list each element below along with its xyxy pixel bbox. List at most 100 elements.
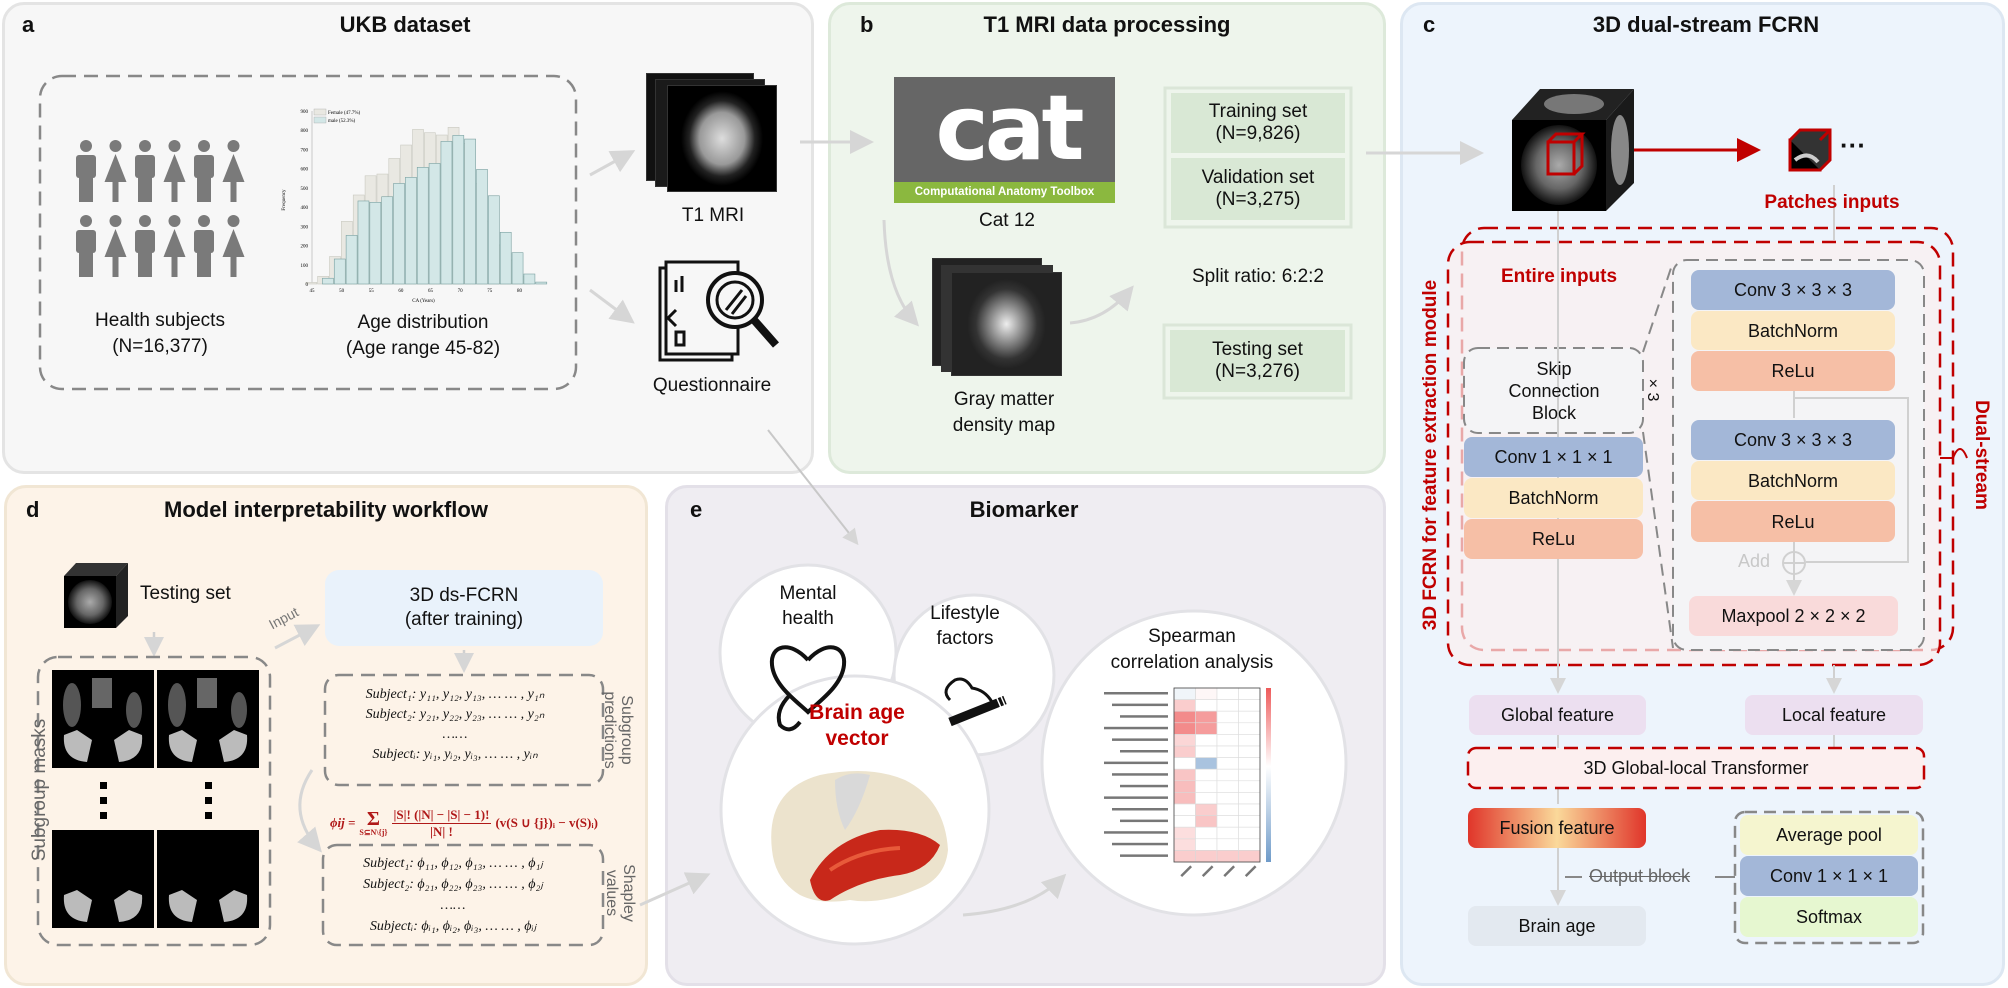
heatmap-cell bbox=[1173, 710, 1196, 724]
histogram-bar bbox=[499, 231, 512, 285]
mask-region bbox=[168, 890, 197, 922]
person-icon bbox=[76, 140, 96, 202]
legend-swatch bbox=[313, 108, 327, 116]
histogram-bar bbox=[464, 138, 476, 285]
entire-inputs-label: Entire inputs bbox=[1500, 266, 1618, 287]
batchnorm-block-left: BatchNorm bbox=[1464, 478, 1643, 518]
ellipsis-dot bbox=[100, 782, 107, 789]
softmax-block: Softmax bbox=[1740, 897, 1918, 937]
row-label-text bbox=[1112, 808, 1168, 811]
person-head bbox=[139, 215, 151, 227]
ellipsis-dot bbox=[205, 812, 212, 819]
fusion-feature-box: Fusion feature bbox=[1468, 808, 1646, 848]
cat-toolbox-text: Computational Anatomy Toolbox bbox=[894, 182, 1115, 203]
training-count: (N=9,826) bbox=[1215, 123, 1301, 144]
mask-region bbox=[219, 730, 248, 762]
person-head bbox=[109, 215, 122, 227]
model-name: 3D ds-FCRN bbox=[409, 585, 519, 606]
testing-set-label: Testing set bbox=[140, 583, 231, 604]
t1-mri-label: T1 MRI bbox=[681, 205, 745, 226]
person-legs bbox=[230, 255, 237, 277]
relu-block-left: ReLu bbox=[1464, 519, 1643, 559]
heatmap-cell bbox=[1173, 792, 1196, 805]
ellipsis-dot bbox=[100, 812, 107, 819]
person-icon bbox=[104, 215, 127, 277]
row-label-text bbox=[1112, 738, 1168, 741]
histogram-bar bbox=[345, 235, 358, 285]
panel-b-letter: b bbox=[860, 12, 874, 37]
x-tick-label: 70 bbox=[458, 289, 464, 294]
heatmap-cell bbox=[1238, 757, 1261, 770]
heatmap-cell bbox=[1238, 803, 1261, 816]
heatmap-cell bbox=[1195, 768, 1218, 782]
mental-label-1: Mental bbox=[779, 583, 837, 604]
gray-matter-map-image bbox=[951, 272, 1062, 376]
heatmap-cell bbox=[1238, 699, 1261, 712]
dual-stream-brace bbox=[1940, 448, 1968, 459]
questionnaire-label: Questionnaire bbox=[652, 375, 772, 396]
prediction-row: …… bbox=[442, 727, 468, 742]
y-tick-label: 200 bbox=[301, 245, 309, 250]
global-feature-box: Global feature bbox=[1469, 695, 1646, 735]
row-label-text bbox=[1112, 773, 1168, 776]
x-tick-label: 65 bbox=[428, 289, 434, 294]
histogram-bar bbox=[511, 252, 524, 285]
person-dress bbox=[104, 154, 127, 182]
heart-stethoscope-icon bbox=[769, 645, 847, 732]
person-icon bbox=[222, 140, 245, 202]
person-icon bbox=[194, 140, 214, 202]
mask-region bbox=[114, 890, 143, 922]
heatmap-cell bbox=[1238, 722, 1261, 735]
column-label-text bbox=[1201, 865, 1214, 878]
heatmap-cell bbox=[1173, 815, 1196, 828]
heatmap-cell bbox=[1216, 826, 1239, 840]
brain-age-vector-label-1: Brain age bbox=[809, 701, 905, 724]
lifestyle-label-2: factors bbox=[936, 628, 994, 649]
output-block-label: Output block bbox=[1589, 866, 1691, 886]
heatmap-cell bbox=[1216, 780, 1239, 793]
histogram-bar bbox=[452, 135, 465, 285]
person-head bbox=[109, 140, 122, 152]
row-label-text bbox=[1112, 842, 1168, 846]
mask-region bbox=[63, 730, 92, 762]
predictions-dashed-box bbox=[323, 673, 605, 787]
person-body bbox=[76, 230, 96, 253]
ellipsis-dot bbox=[100, 797, 107, 804]
testing-label: Testing set bbox=[1212, 339, 1303, 360]
panel-d-title: Model interpretability workflow bbox=[164, 497, 488, 522]
formula-lhs: ϕij = bbox=[330, 815, 356, 830]
mental-label-2: health bbox=[782, 608, 834, 629]
person-body bbox=[194, 230, 214, 253]
person-head bbox=[227, 140, 240, 152]
testing-set-box: Testing set(N=3,276) bbox=[1170, 330, 1345, 392]
histogram-bar bbox=[535, 281, 548, 285]
histogram-bar bbox=[523, 273, 536, 285]
heatmap-cell bbox=[1173, 722, 1196, 735]
person-icon bbox=[76, 215, 96, 277]
ellipsis-dot bbox=[205, 797, 212, 804]
shapley-row: …… bbox=[440, 898, 466, 913]
heatmap-cell bbox=[1216, 815, 1239, 828]
y-tick-label: 500 bbox=[301, 187, 309, 192]
y-tick-label: 100 bbox=[301, 264, 309, 269]
y-tick-label: 800 bbox=[301, 129, 309, 134]
x-tick-label: 45 bbox=[310, 289, 316, 294]
row-label-text bbox=[1104, 761, 1168, 765]
heatmap-cell bbox=[1173, 850, 1196, 863]
person-legs bbox=[112, 180, 119, 202]
person-head bbox=[139, 140, 151, 152]
heatmap-cell bbox=[1216, 699, 1239, 712]
row-label-text bbox=[1112, 703, 1168, 707]
heatmap-cell bbox=[1238, 815, 1261, 828]
colorbar bbox=[1266, 688, 1271, 862]
training-label: Training set bbox=[1208, 101, 1308, 122]
mask-region bbox=[231, 692, 247, 728]
age-range: (Age range 45-82) bbox=[345, 338, 501, 359]
panel-e-letter: e bbox=[690, 497, 703, 522]
average-pool-block: Average pool bbox=[1740, 815, 1918, 855]
histogram-bar bbox=[381, 196, 393, 285]
